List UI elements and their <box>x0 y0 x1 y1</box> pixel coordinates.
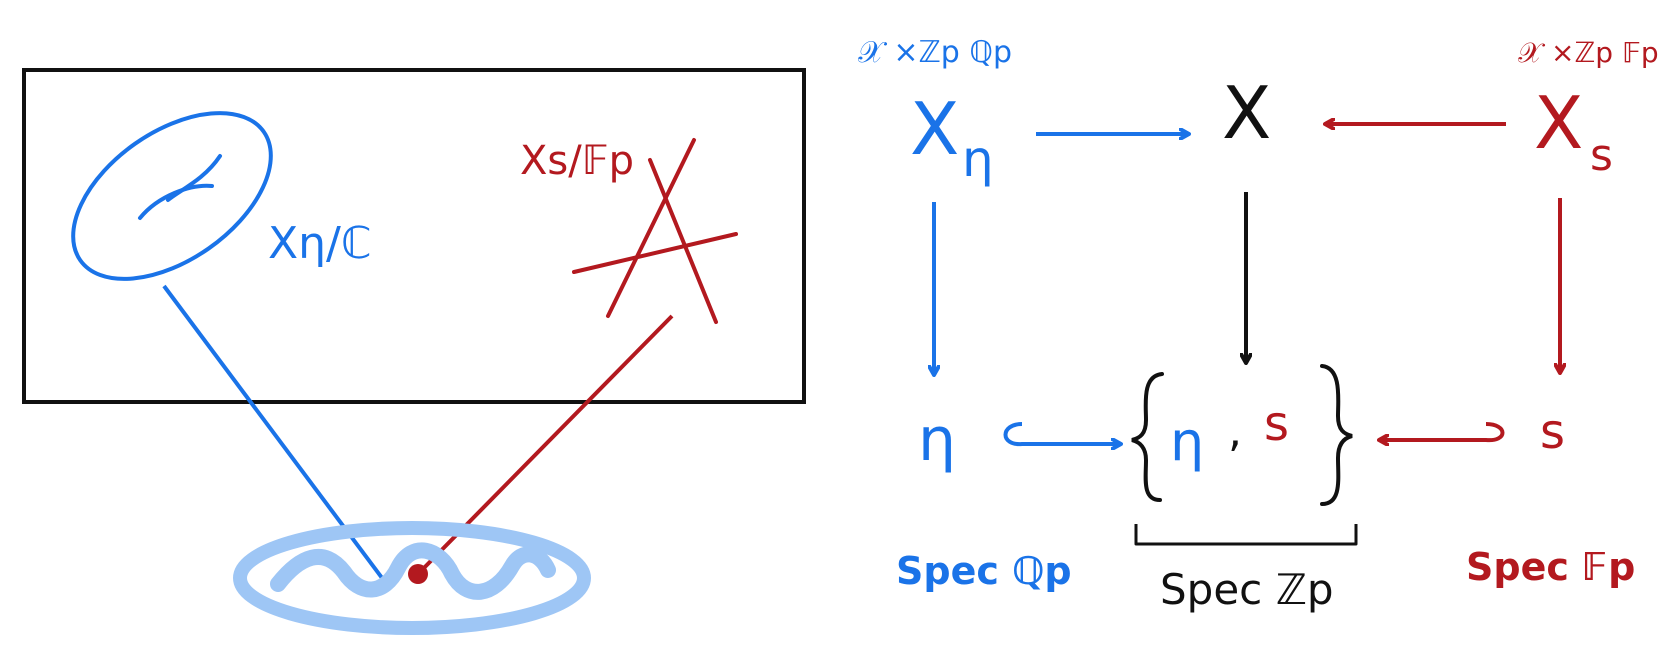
set-comma: , <box>1228 406 1242 457</box>
node-x-s-subscript: s <box>1590 130 1613 181</box>
set-left-brace <box>1131 372 1164 502</box>
commutative-square: 𝒳 ×ℤp ℚp X η X 𝒳 ×ℤp 𝔽p X s η η , s s Sp… <box>858 35 1659 614</box>
spec-qp-label: Spec ℚp <box>896 549 1072 593</box>
node-eta: η <box>918 405 956 475</box>
left-panel: Xη/ℂ Xs/𝔽p <box>22 68 806 635</box>
node-x: X <box>1222 71 1271 155</box>
node-x-s: X <box>1534 81 1583 165</box>
base-spec-zp <box>233 521 591 635</box>
hook-arrow-eta-to-set <box>1003 422 1121 444</box>
x-s-definition: 𝒳 ×ℤp 𝔽p <box>1518 36 1659 69</box>
generic-fiber-torus <box>71 111 273 281</box>
hook-arrow-s-to-set <box>1380 422 1505 440</box>
spec-fp-label: Spec 𝔽p <box>1466 545 1635 589</box>
special-fiber-lines <box>572 138 738 324</box>
node-s: s <box>1540 404 1565 460</box>
special-fiber-label: Xs/𝔽p <box>520 138 634 184</box>
node-x-eta: X <box>910 87 959 171</box>
set-s: s <box>1264 396 1289 452</box>
set-eta: η <box>1170 410 1204 473</box>
node-x-eta-subscript: η <box>962 130 994 188</box>
x-eta-definition: 𝒳 ×ℤp ℚp <box>858 35 1012 70</box>
spec-zp-underbrace <box>1134 524 1358 546</box>
set-right-brace <box>1320 364 1353 506</box>
spec-zp-label: Spec ℤp <box>1160 565 1334 614</box>
total-space-box <box>22 68 806 404</box>
generic-fiber-label: Xη/ℂ <box>268 218 372 269</box>
closed-point-s <box>408 564 428 584</box>
